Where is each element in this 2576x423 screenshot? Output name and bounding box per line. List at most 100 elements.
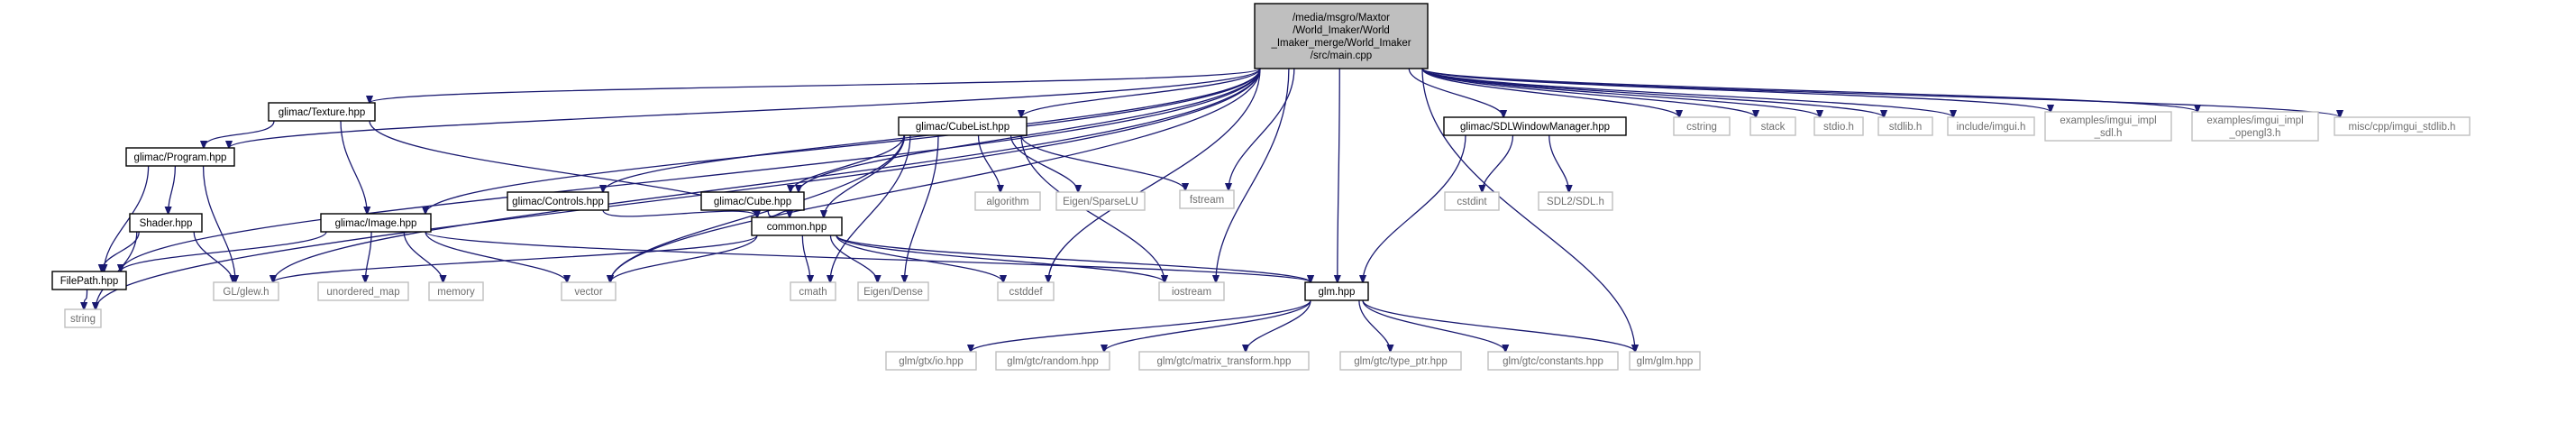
edge-main-to-stdio bbox=[1421, 68, 1820, 117]
node-gtc_tp: glm/gtc/type_ptr.hpp bbox=[1339, 351, 1462, 371]
edge-main-to-texture bbox=[370, 68, 1261, 103]
node-box-imgui_stdlib bbox=[2334, 116, 2471, 136]
edge-main-to-filepath bbox=[121, 68, 1261, 271]
node-box-stack bbox=[1749, 116, 1796, 136]
node-label-gtc_mt: glm/gtc/matrix_transform.hpp bbox=[1157, 356, 1292, 367]
edge-main-to-cube bbox=[799, 68, 1261, 192]
edge-main-to-program bbox=[229, 68, 1261, 148]
edge-shader-to-filepath bbox=[102, 231, 140, 271]
edge-sdlwm-to-cstdint bbox=[1482, 134, 1514, 192]
node-string: string bbox=[64, 308, 102, 328]
edge-main-to-glm_glm bbox=[1421, 68, 1635, 352]
node-cube[interactable]: glimac/Cube.hpp bbox=[700, 191, 805, 211]
node-label-sdl: SDL2/SDL.h bbox=[1547, 197, 1604, 207]
node-label-algorithm: algorithm bbox=[986, 197, 1028, 207]
edge-common-to-glew bbox=[273, 234, 758, 282]
node-gtc_mt: glm/gtc/matrix_transform.hpp bbox=[1138, 351, 1310, 371]
node-box-main bbox=[1254, 3, 1429, 69]
node-stdlib: stdlib.h bbox=[1877, 116, 1933, 136]
edge-main-to-fstream bbox=[1229, 68, 1295, 190]
node-eigen_sparse: Eigen/SparseLU bbox=[1055, 191, 1146, 211]
edge-program-to-filepath bbox=[104, 165, 150, 271]
edge-filepath-to-string bbox=[84, 289, 87, 309]
node-box-controls bbox=[507, 191, 609, 211]
node-label-cstdint: cstdint bbox=[1457, 197, 1487, 207]
node-controls[interactable]: glimac/Controls.hpp bbox=[507, 191, 609, 211]
node-eigen_dense: Eigen/Dense bbox=[857, 281, 929, 301]
edge-program-to-shader bbox=[169, 165, 177, 214]
edge-image-to-vector bbox=[425, 231, 567, 282]
node-label-main-line-0: /media/msgro/Maxtor bbox=[1293, 13, 1390, 23]
node-texture[interactable]: glimac/Texture.hpp bbox=[268, 102, 376, 122]
edge-glm-to-glm_glm bbox=[1362, 299, 1635, 352]
edge-cubelist-to-algorithm bbox=[977, 134, 1000, 192]
node-label-eigen_sparse: Eigen/SparseLU bbox=[1063, 197, 1138, 207]
node-label-gtc_random: glm/gtc/random.hpp bbox=[1007, 356, 1099, 367]
node-vector: vector bbox=[561, 281, 617, 301]
node-label-cubelist: glimac/CubeList.hpp bbox=[916, 122, 1009, 133]
node-label-glm: glm.hpp bbox=[1319, 287, 1356, 298]
edge-cubelist-to-cube bbox=[790, 134, 905, 192]
node-sdlwm[interactable]: glimac/SDLWindowManager.hpp bbox=[1443, 116, 1627, 136]
node-label-imgui_gl3-line-0: examples/imgui_impl bbox=[2206, 115, 2303, 126]
node-label-glm_glm: glm/glm.hpp bbox=[1637, 356, 1694, 367]
edge-shader-to-glew bbox=[193, 231, 233, 282]
edge-program-to-glew bbox=[202, 165, 236, 282]
edge-common-to-cmath bbox=[801, 234, 810, 282]
node-box-sdl bbox=[1538, 191, 1613, 211]
node-gtc_const: glm/gtc/constants.hpp bbox=[1487, 351, 1619, 371]
node-box-cstring bbox=[1673, 116, 1731, 136]
node-glew: GL/glew.h bbox=[213, 281, 279, 301]
node-label-program: glimac/Program.hpp bbox=[134, 152, 227, 163]
edge-main-to-imgui_stdlib bbox=[1421, 68, 2340, 117]
node-box-stdio bbox=[1813, 116, 1864, 136]
node-cubelist[interactable]: glimac/CubeList.hpp bbox=[898, 116, 1028, 136]
node-glm[interactable]: glm.hpp bbox=[1304, 281, 1369, 301]
node-main[interactable]: /media/msgro/Maxtor/World_Imaker/World_I… bbox=[1254, 3, 1429, 69]
node-label-stack: stack bbox=[1761, 122, 1786, 133]
node-filepath[interactable]: FilePath.hpp bbox=[51, 271, 127, 290]
node-label-filepath: FilePath.hpp bbox=[60, 276, 119, 287]
node-box-shader bbox=[129, 213, 203, 233]
node-label-unordered_map: unordered_map bbox=[326, 287, 399, 298]
node-label-main-line-2: _Imaker_merge/World_Imaker bbox=[1270, 38, 1411, 49]
node-box-imgui_sdl bbox=[2044, 111, 2172, 142]
node-label-cmath: cmath bbox=[799, 287, 827, 298]
node-box-sdlwm bbox=[1443, 116, 1627, 136]
node-box-gtc_random bbox=[995, 351, 1110, 371]
node-box-filepath bbox=[51, 271, 127, 290]
node-box-cmath bbox=[790, 281, 836, 301]
node-label-imgui_gl3-line-1: _opengl3.h bbox=[2229, 128, 2281, 139]
node-iostream: iostream bbox=[1158, 281, 1225, 301]
edge-cube-to-common bbox=[767, 210, 790, 217]
node-box-gtx_io bbox=[885, 351, 977, 371]
edge-main-to-cstring bbox=[1421, 68, 1679, 117]
node-box-gtc_const bbox=[1487, 351, 1619, 371]
edge-image-to-filepath bbox=[121, 231, 327, 271]
edge-main-to-glm bbox=[1338, 68, 1339, 282]
node-image[interactable]: glimac/Image.hpp bbox=[320, 213, 432, 233]
edge-common-to-vector bbox=[610, 234, 758, 282]
edge-main-to-glew bbox=[273, 68, 1261, 282]
node-box-fstream bbox=[1179, 189, 1235, 209]
node-label-cstring: cstring bbox=[1686, 122, 1717, 133]
node-label-shader: Shader.hpp bbox=[140, 218, 193, 229]
node-algorithm: algorithm bbox=[974, 191, 1041, 211]
node-label-imgui_sdl-line-1: _sdl.h bbox=[2094, 128, 2123, 139]
edge-image-to-glm bbox=[425, 231, 1311, 282]
node-box-program bbox=[125, 147, 235, 167]
node-cstring: cstring bbox=[1673, 116, 1731, 136]
edge-main-to-image bbox=[425, 68, 1261, 214]
edge-glm-to-gtc_random bbox=[1104, 299, 1311, 352]
edge-common-to-glm bbox=[836, 234, 1311, 282]
node-memory: memory bbox=[428, 281, 484, 301]
node-program[interactable]: glimac/Program.hpp bbox=[125, 147, 235, 167]
edge-cubelist-to-cmath bbox=[830, 134, 911, 282]
nodes-layer: /media/msgro/Maxtor/World_Imaker/World_I… bbox=[51, 3, 2471, 371]
node-label-stdlib: stdlib.h bbox=[1889, 122, 1922, 133]
node-box-glm_glm bbox=[1629, 351, 1701, 371]
edge-main-to-imgui bbox=[1421, 68, 1953, 117]
node-label-main-line-3: /src/main.cpp bbox=[1311, 51, 1372, 61]
node-common[interactable]: common.hpp bbox=[751, 216, 843, 236]
node-shader[interactable]: Shader.hpp bbox=[129, 213, 203, 233]
